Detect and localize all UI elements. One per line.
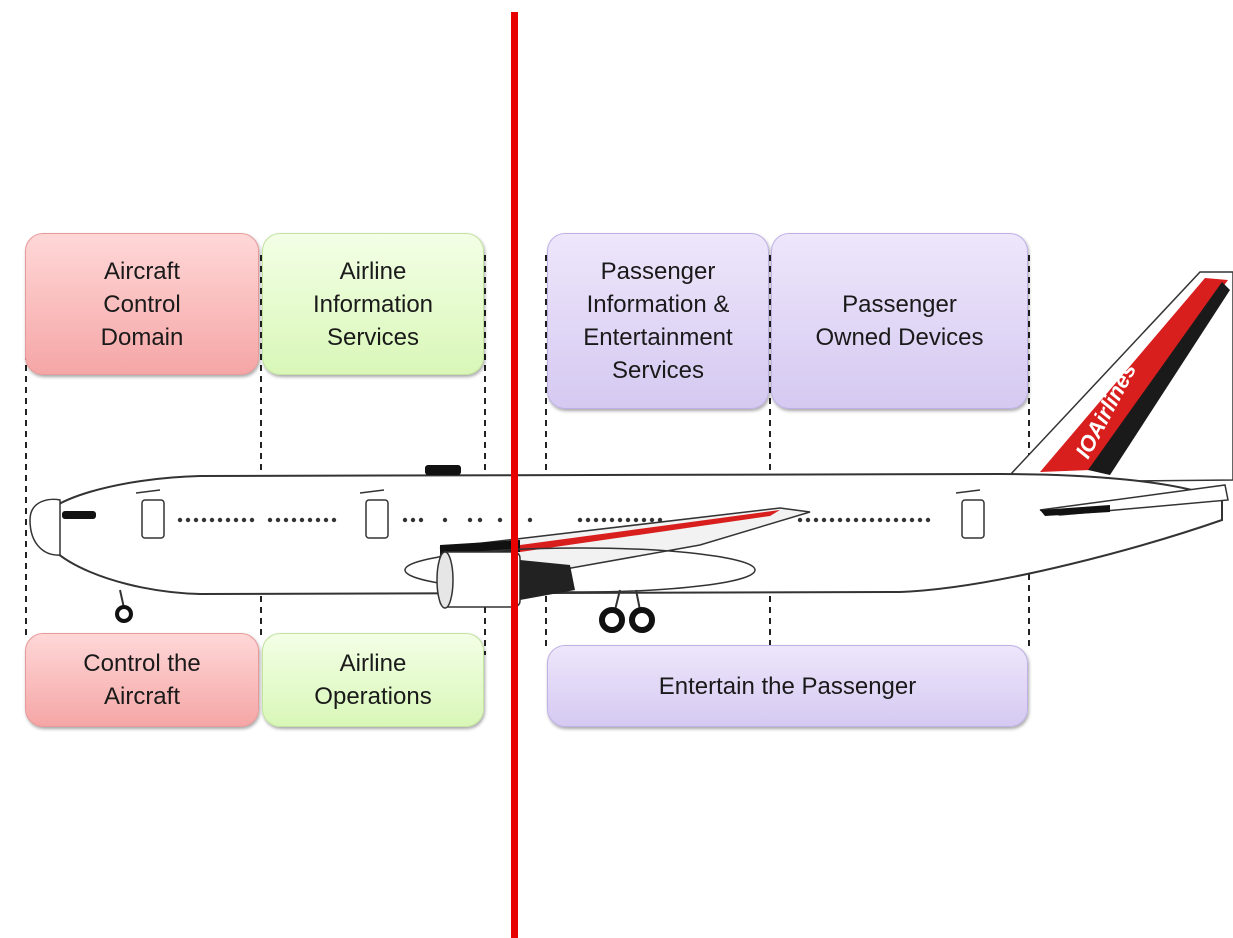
entertain-the-passenger-box: Entertain the Passenger <box>547 645 1028 727</box>
main-gear <box>602 590 652 630</box>
airline-operations-box: Airline Operations <box>262 633 484 727</box>
passenger-information-entertainment-box: Passenger Information & Entertainment Se… <box>547 233 769 409</box>
antenna <box>425 465 461 475</box>
nose-gear <box>117 590 131 621</box>
airline-information-services-box: Airline Information Services <box>262 233 484 375</box>
red-divider-line <box>511 12 518 938</box>
aircraft-control-domain-box: Aircraft Control Domain <box>25 233 259 375</box>
cockpit-window <box>62 511 96 519</box>
control-the-aircraft-box: Control the Aircraft <box>25 633 259 727</box>
nose-cone <box>30 499 60 555</box>
passenger-owned-devices-box: Passenger Owned Devices <box>771 233 1028 409</box>
